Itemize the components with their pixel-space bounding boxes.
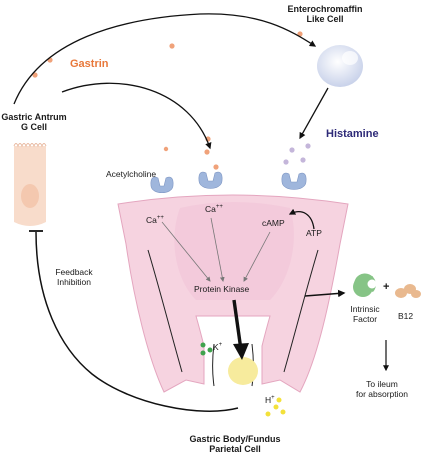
potassium-dots <box>200 342 213 356</box>
proton-pump <box>228 357 258 385</box>
plus-sign: + <box>383 281 390 293</box>
feedback-label-line1: Feedback <box>55 267 93 277</box>
receptor-right <box>281 172 307 190</box>
h-ion-charge: + <box>271 395 275 402</box>
canaliculus-inner-left <box>212 343 215 387</box>
k-ion-symbol: K <box>213 342 219 352</box>
receptor-left <box>150 176 174 194</box>
ca-left-symbol: Ca <box>146 215 157 225</box>
arrow-atp-to-camp <box>288 208 315 230</box>
ca-left-charge: ++ <box>156 215 164 222</box>
g-cell-label: Gastric Antrum G Cell <box>0 112 70 133</box>
intrinsic-factor-label: Intrinsic Factor <box>340 304 390 325</box>
parietal-cell-interior <box>174 202 294 300</box>
k-ion-charge: + <box>218 342 223 349</box>
arrow-ca-center-to-pk <box>210 217 225 282</box>
parietal-cell-label-line1: Gastric Body/Fundus <box>189 434 281 444</box>
atp-label: ATP <box>306 228 322 238</box>
feedback-inhibition-line <box>35 231 239 412</box>
ca-center-charge: ++ <box>215 204 223 211</box>
g-cell <box>13 143 47 226</box>
canaliculus-right <box>283 249 319 373</box>
enterochromaffin-cell <box>317 45 363 87</box>
gastrin-dots <box>32 31 303 170</box>
arrow-ca-left-to-pk <box>161 221 211 282</box>
parietal-cell-label-line2: Parietal Cell <box>209 444 261 455</box>
arrow-histamine-to-receptor <box>299 87 329 140</box>
arrow-camp-to-pk <box>243 231 271 282</box>
ileum-label-line1: To ileum <box>366 379 398 389</box>
ec-cell-label-line1: Enterochromaffin <box>287 4 363 14</box>
ileum-label: To ileum for absorption <box>344 379 420 400</box>
histamine-dots <box>283 143 311 165</box>
gastrin-label: Gastrin <box>70 58 109 70</box>
intrinsic-factor-line1: Intrinsic <box>350 304 380 314</box>
b12-molecule <box>395 284 421 298</box>
acetylcholine-label: Acetylcholine <box>106 169 157 179</box>
h-ion-symbol: H <box>265 395 272 405</box>
ca-center-label: Ca++ <box>205 204 223 215</box>
feedback-inhibition-label: Feedback Inhibition <box>44 267 104 288</box>
h-ion-label: H+ <box>265 395 275 406</box>
ca-left-label: Ca++ <box>146 215 164 226</box>
g-cell-label-line1: Gastric Antrum <box>1 112 67 122</box>
canaliculus-left <box>147 249 183 373</box>
arrow-to-intrinsic-factor <box>304 289 346 298</box>
camp-label: cAMP <box>262 218 285 228</box>
ec-cell-label: Enterochromaffin Like Cell <box>270 4 380 25</box>
receptor-center <box>198 171 223 189</box>
ca-center-symbol: Ca <box>205 204 216 214</box>
hydrogen-dots <box>265 397 286 417</box>
histamine-label: Histamine <box>326 128 379 140</box>
k-ion-label: K+ <box>213 342 223 353</box>
intrinsic-factor-notch <box>367 279 377 289</box>
ec-cell-label-line2: Like Cell <box>306 14 344 25</box>
protein-kinase-label: Protein Kinase <box>194 284 250 294</box>
b12-label: B12 <box>398 311 414 321</box>
parietal-cell-label: Gastric Body/Fundus Parietal Cell <box>170 434 300 455</box>
arrow-gastrin-to-receptor <box>61 82 212 150</box>
feedback-label-line2: Inhibition <box>56 276 92 287</box>
intrinsic-factor-line2: Factor <box>352 313 378 324</box>
ileum-label-line2: for absorption <box>356 388 408 399</box>
g-cell-label-line2: G Cell <box>20 122 47 133</box>
arrow-pk-to-pump-head <box>233 343 249 360</box>
arrow-gastrin-to-ec-cell <box>13 13 317 105</box>
arrow-pk-to-pump <box>232 299 243 351</box>
